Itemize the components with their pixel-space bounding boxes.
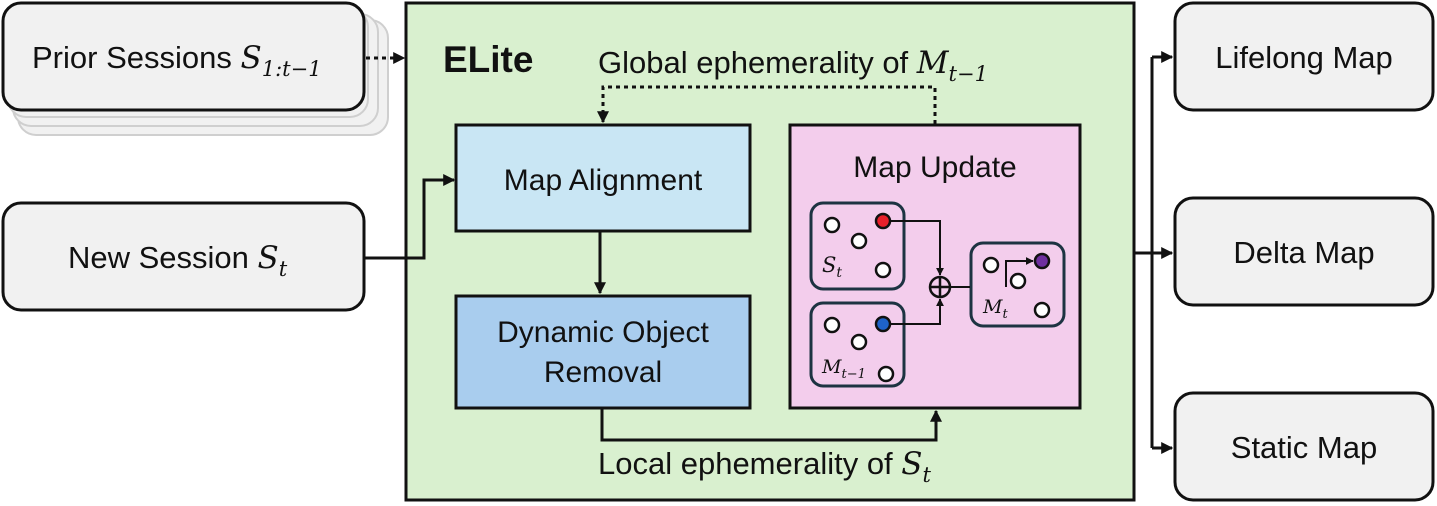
result-map-symbol: Mt xyxy=(982,296,1008,322)
global-ephemerality-label: Global ephemerality of Mt−1 xyxy=(598,45,988,86)
previous-map-symbol: Mt−1 xyxy=(821,356,866,382)
new-session-box: New Session St xyxy=(1,201,366,312)
new-session-label: New Session St xyxy=(68,240,288,281)
combine-operator xyxy=(928,275,952,299)
dynamic-removal-line1: Dynamic Object xyxy=(497,316,709,349)
delta-map-label: Delta Map xyxy=(1233,235,1374,270)
dynamic-removal-line2: Removal xyxy=(544,356,662,389)
map-alignment-box xyxy=(454,123,752,233)
local-ephemerality-label: Local ephemerality of St xyxy=(598,446,932,487)
static-map-box xyxy=(1173,391,1435,502)
lifelong-map-label: Lifelong Map xyxy=(1215,40,1393,75)
elite-title: ELite xyxy=(443,39,533,80)
point xyxy=(850,333,868,351)
point xyxy=(823,216,841,234)
point xyxy=(1033,301,1051,319)
prior-sessions-stack: Prior Sessions S1:t−1 xyxy=(1,1,389,136)
arrow-new-session xyxy=(364,174,456,260)
changed-point-red xyxy=(874,212,892,230)
point xyxy=(874,261,892,279)
prior-sessions-label: Prior Sessions S1:t−1 xyxy=(32,40,322,81)
point xyxy=(850,232,868,250)
arrow-local-ephemerality xyxy=(600,408,942,442)
output-arrows xyxy=(1134,51,1174,454)
point xyxy=(877,365,895,383)
static-map-label: Static Map xyxy=(1231,430,1377,465)
arrow-prevmap-to-combine xyxy=(890,298,944,325)
prior-sessions-box xyxy=(1,1,366,112)
point xyxy=(982,256,1000,274)
changed-point-blue xyxy=(874,315,892,333)
map-update-title: Map Update xyxy=(853,151,1016,184)
point xyxy=(823,316,841,334)
result-map-points-box: Mt xyxy=(969,241,1066,328)
dynamic-object-removal-box xyxy=(454,294,752,410)
previous-map-points-box: Mt−1 xyxy=(809,301,906,388)
map-alignment-label: Map Alignment xyxy=(504,164,703,197)
arrow-global-ephemerality xyxy=(597,85,937,124)
session-points-box: St xyxy=(809,201,906,291)
point xyxy=(1009,272,1027,290)
lifelong-map-box xyxy=(1173,1,1435,112)
delta-map-box xyxy=(1173,196,1435,307)
arrow-to-merged-point xyxy=(1005,257,1034,287)
arrow-session-to-combine xyxy=(890,220,944,276)
merged-point-purple xyxy=(1033,252,1051,270)
session-symbol: St xyxy=(822,253,842,281)
